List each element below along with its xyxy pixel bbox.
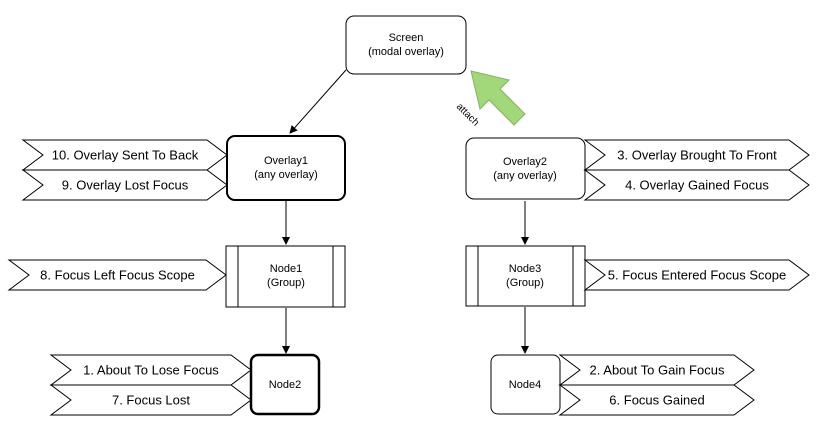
node-node3[interactable]: Node3 (Group)	[465, 245, 586, 307]
event-tag-label: 7. Focus Lost	[112, 393, 190, 408]
node-node2[interactable]: Node2	[249, 353, 321, 416]
node-node1-title: Node1	[270, 263, 302, 275]
node-node3-subtitle: (Group)	[506, 277, 544, 289]
event-tag-e4: 4. Overlay Gained Focus	[583, 169, 810, 201]
event-tag-label: 1. About To Lose Focus	[83, 363, 219, 378]
node-node4[interactable]: Node4	[490, 354, 561, 415]
event-tag-label: 3. Overlay Brought To Front	[617, 148, 777, 163]
node-overlay2-title: Overlay2	[503, 156, 547, 168]
attach-label: attach	[454, 101, 481, 128]
node-screen-title: Screen	[389, 32, 424, 44]
node-screen[interactable]: Screen (modal overlay)	[345, 15, 467, 75]
event-tag-e1: 1. About To Lose Focus	[49, 354, 252, 386]
event-tag-label: 5. Focus Entered Focus Scope	[608, 268, 786, 283]
event-tag-label: 4. Overlay Gained Focus	[625, 178, 769, 193]
event-tag-shape	[7, 259, 227, 291]
event-tag-e6: 6. Focus Gained	[558, 384, 755, 416]
event-tag-e10: 10. Overlay Sent To Back	[21, 139, 228, 171]
event-tag-shape	[49, 384, 252, 416]
attach-arrow-shape	[470, 70, 526, 126]
event-tag-e7: 7. Focus Lost	[49, 384, 252, 416]
node-node3-title: Node3	[509, 263, 541, 275]
event-tag-shape	[583, 169, 810, 201]
event-tag-label: 9. Overlay Lost Focus	[62, 178, 189, 193]
node-overlay2[interactable]: Overlay2 (any overlay)	[465, 137, 586, 200]
event-tags: 10. Overlay Sent To Back 9. Overlay Lost …	[7, 139, 810, 416]
node-node1-subtitle: (Group)	[267, 277, 305, 289]
event-tag-e9: 9. Overlay Lost Focus	[21, 169, 228, 201]
node-overlay1-title: Overlay1	[264, 155, 308, 167]
node-overlay2-subtitle: (any overlay)	[493, 170, 557, 182]
node-overlay1[interactable]: Overlay1 (any overlay)	[226, 135, 346, 201]
node-node4-title: Node4	[509, 379, 541, 391]
event-tag-shape	[583, 259, 810, 291]
node-node2-title: Node2	[269, 379, 301, 391]
event-tag-label: 6. Focus Gained	[609, 393, 704, 408]
edge-screen-overlay1	[289, 69, 347, 134]
event-tag-shape	[21, 169, 228, 201]
event-tag-label: 10. Overlay Sent To Back	[52, 148, 199, 163]
event-tag-shape	[558, 384, 755, 416]
attach-arrow: attach	[454, 70, 526, 128]
event-tag-e5: 5. Focus Entered Focus Scope	[583, 259, 810, 291]
event-tag-e8: 8. Focus Left Focus Scope	[7, 259, 227, 291]
node-node1[interactable]: Node1 (Group)	[225, 245, 346, 308]
event-tag-e3: 3. Overlay Brought To Front	[583, 139, 810, 171]
event-tag-label: 8. Focus Left Focus Scope	[40, 268, 195, 283]
event-tag-e2: 2. About To Gain Focus	[558, 354, 755, 386]
node-overlay1-subtitle: (any overlay)	[254, 169, 318, 181]
event-tag-label: 2. About To Gain Focus	[590, 363, 725, 378]
node-screen-subtitle: (modal overlay)	[368, 46, 444, 58]
connectors	[282, 69, 529, 354]
